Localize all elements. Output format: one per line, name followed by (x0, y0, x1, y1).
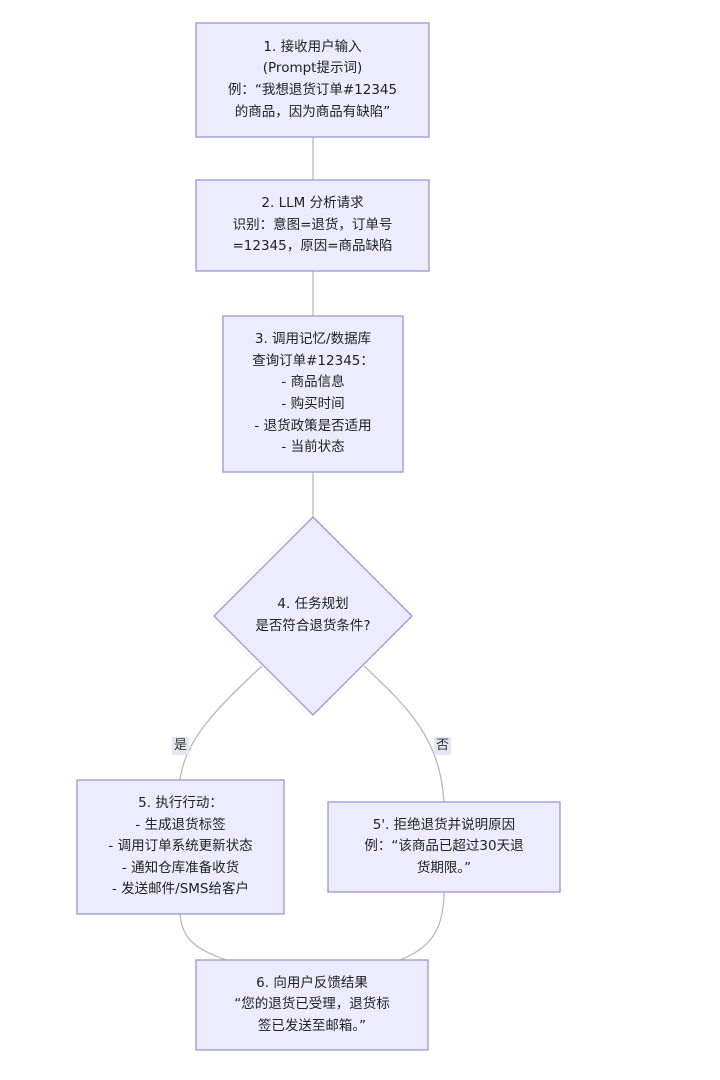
step-5-line-5: - 发送邮件/SMS给客户 (112, 881, 249, 898)
edge-label-no: 否 (434, 737, 452, 755)
edge-4-to-5b-no (363, 665, 445, 803)
step-3-text: 3. 调用记忆/数据库 查询订单#12345： - 商品信息 - 购买时间 - … (223, 316, 403, 472)
edge-5b-to-6 (399, 891, 445, 961)
edge-4-to-5-yes (179, 665, 263, 781)
step-3-line-2: 查询订单#12345： (252, 352, 374, 369)
step-5b-line-2: 例：“该商品已超过30天退 (364, 838, 524, 855)
step-5-line-4: - 通知仓库准备收货 (121, 859, 240, 876)
step-1-line-1: 1. 接收用户输入 (263, 38, 362, 55)
step-2-line-3: =12345，原因=商品缺陷 (232, 238, 393, 255)
step-3-node (222, 315, 404, 473)
step-3-line-3: - 商品信息 (281, 374, 345, 391)
step-5b-text: 5'. 拒绝退货并说明原因 例：“该商品已超过30天退 货期限。” (328, 802, 560, 892)
step-6-line-1: 6. 向用户反馈结果 (256, 974, 368, 991)
decision-line-1: 4. 任务规划 (277, 596, 349, 613)
step-3-line-4: - 购买时间 (281, 396, 345, 412)
step-2-line-1: 2. LLM 分析请求 (261, 195, 364, 212)
step-1-line-2: (Prompt提示词) (262, 60, 363, 77)
decision-line-2: 是否符合退货条件? (255, 618, 371, 634)
step-2-line-2: 识别：意图=退货，订单号 (232, 216, 393, 233)
step-1-node (195, 22, 430, 138)
step-5b-line-3: 货期限。” (416, 859, 472, 876)
step-5b-line-1: 5'. 拒绝退货并说明原因 (372, 816, 516, 833)
step-3-line-5: - 退货政策是否适用 (254, 417, 372, 434)
step-2-node (195, 179, 430, 272)
step-1-text: 1. 接收用户输入 (Prompt提示词) 例：“我想退货订单#12345 的商… (196, 23, 429, 137)
step-6-line-3: 签已发送至邮箱。” (257, 1017, 367, 1034)
step-3-line-1: 3. 调用记忆/数据库 (254, 331, 372, 348)
step-6-node (195, 959, 429, 1051)
step-5-text: 5. 执行行动： - 生成退货标签 - 调用订单系统更新状态 - 通知仓库准备收… (77, 780, 284, 914)
decision-node (213, 516, 413, 716)
step-2-text: 2. LLM 分析请求 识别：意图=退货，订单号 =12345，原因=商品缺陷 (196, 180, 429, 271)
step-6-line-2: “您的退货已受理，退货标 (234, 996, 390, 1013)
step-1-line-3: 例：“我想退货订单#12345 (227, 82, 398, 98)
decision-text: 4. 任务规划 是否符合退货条件? (214, 580, 412, 652)
step-5-line-3: - 调用订单系统更新状态 (108, 838, 253, 855)
step-1-line-4: 的商品，因为商品有缺陷” (234, 103, 391, 120)
step-5-line-1: 5. 执行行动： (138, 795, 223, 812)
step-5-line-2: - 生成退货标签 (135, 816, 226, 833)
step-5b-node (327, 801, 561, 893)
edge-label-yes: 是 (172, 737, 190, 755)
step-3-line-6: - 当前状态 (281, 439, 345, 456)
edge-5-to-6 (179, 913, 227, 961)
step-6-text: 6. 向用户反馈结果 “您的退货已受理，退货标 签已发送至邮箱。” (196, 960, 428, 1050)
step-5-node (76, 779, 285, 915)
